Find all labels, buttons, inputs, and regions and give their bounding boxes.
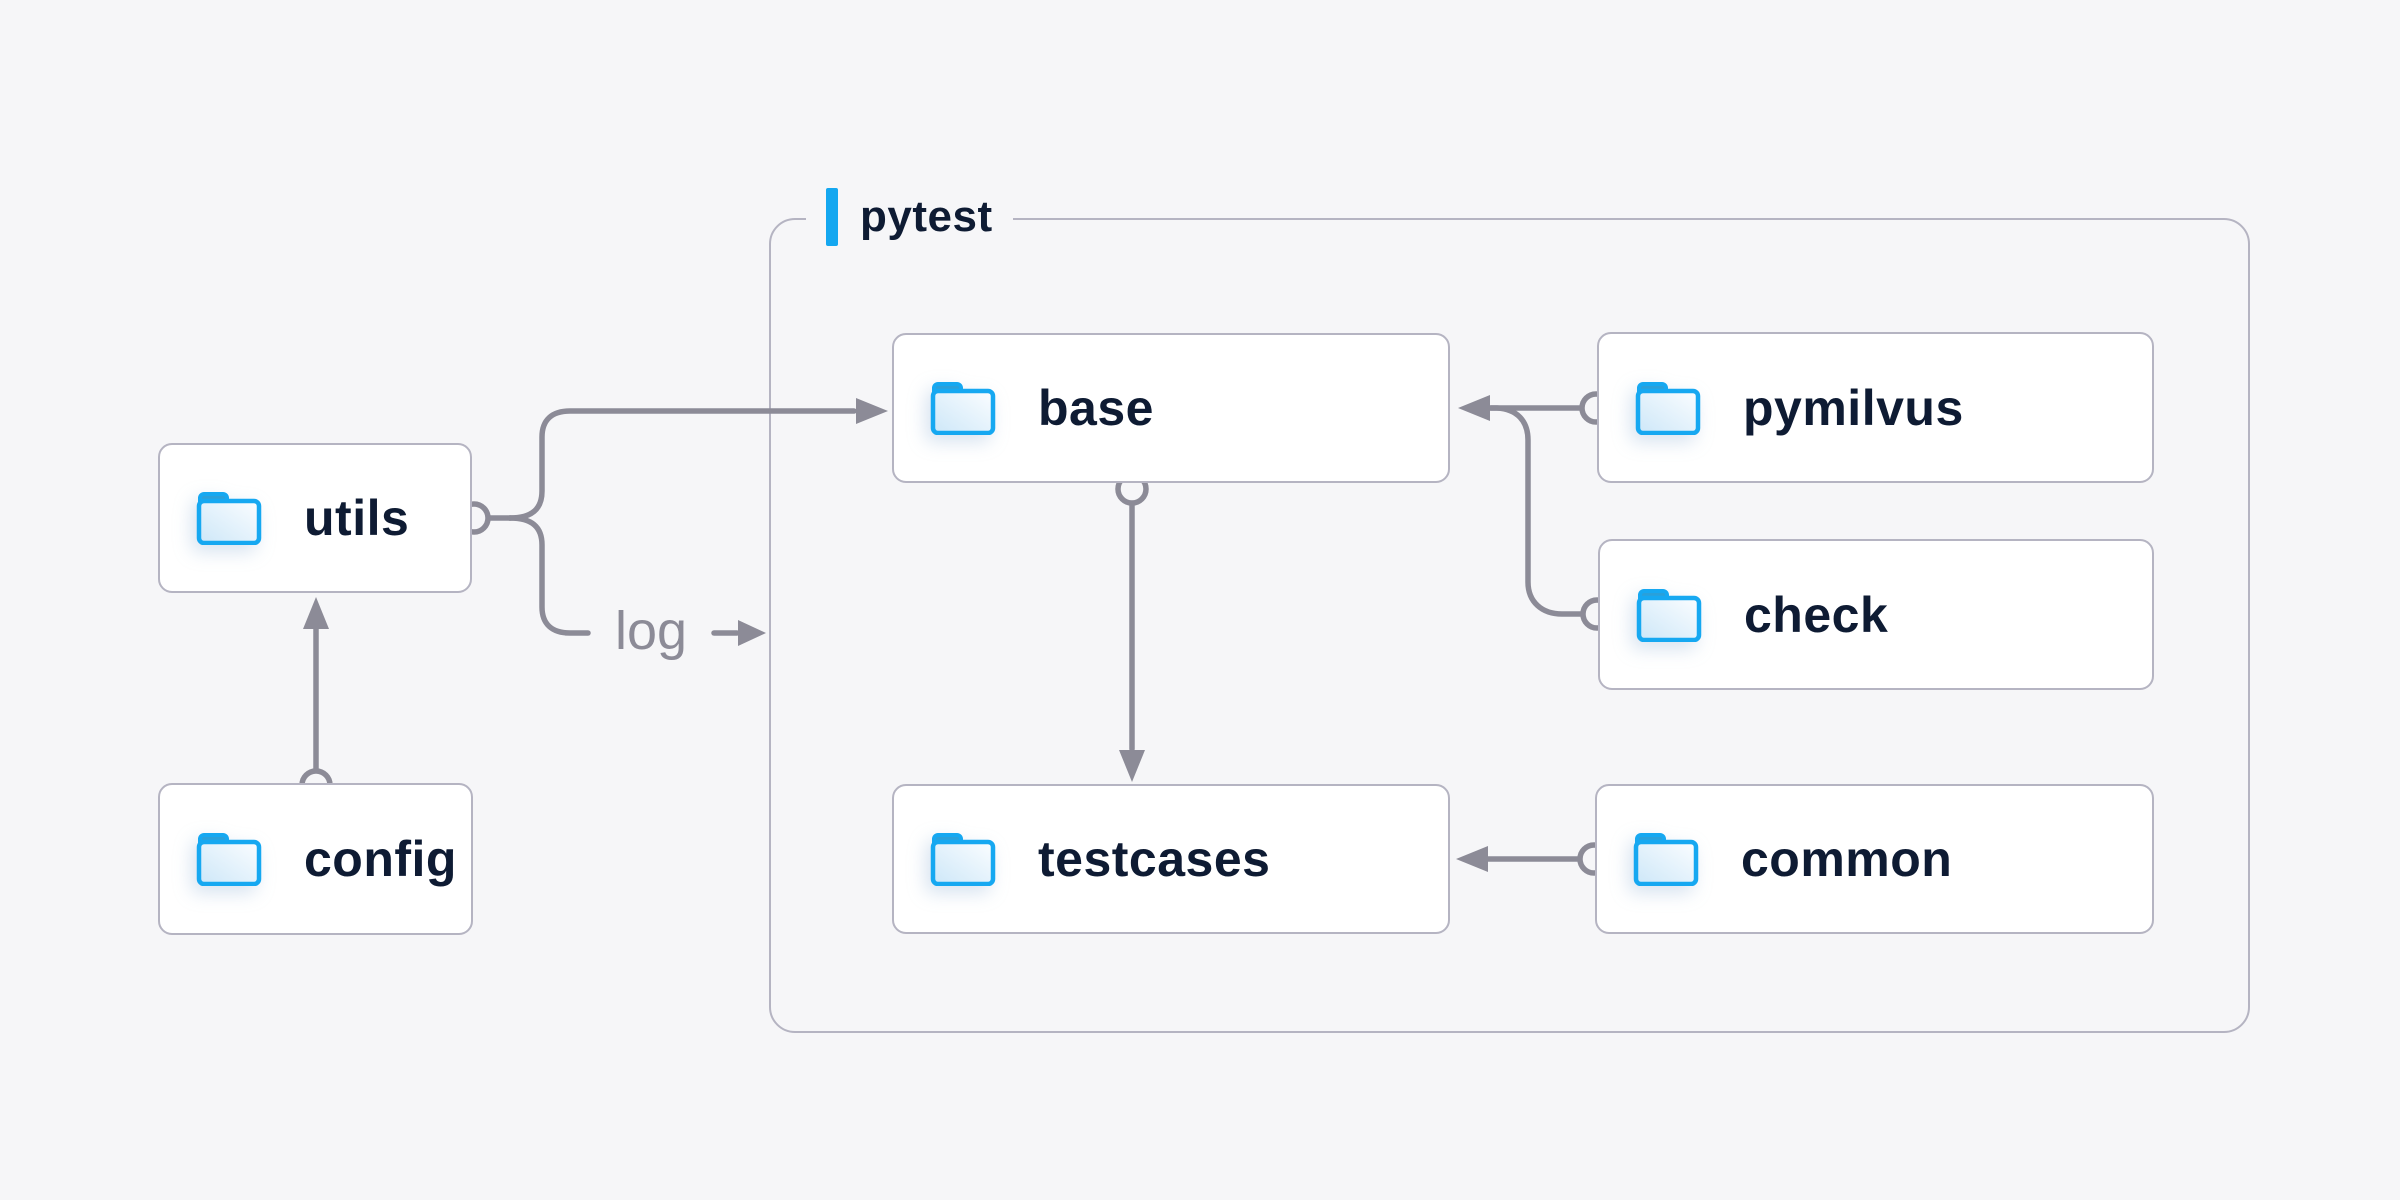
folder-icon: [930, 382, 996, 435]
node-utils: utils: [158, 443, 472, 593]
folder-icon: [1635, 381, 1701, 435]
accent-bar: [826, 188, 838, 246]
node-pymilvus: pymilvus: [1597, 332, 2154, 483]
node-label-config: config: [304, 831, 457, 887]
node-label-common: common: [1741, 831, 1953, 887]
folder-icon: [196, 492, 262, 545]
folder-icon: [196, 833, 262, 886]
group-title: pytest: [860, 192, 993, 241]
folder-icon: [1633, 833, 1699, 886]
edge-label-log: log: [614, 601, 688, 661]
node-label-pymilvus: pymilvus: [1743, 379, 1964, 436]
node-label-check: check: [1744, 586, 1889, 643]
group-pytest: [769, 218, 2250, 1033]
folder-icon: [930, 833, 996, 886]
node-base: base: [892, 333, 1450, 483]
group-pytest-label: pytest: [806, 182, 1013, 252]
node-label-utils: utils: [304, 490, 410, 546]
edge-config-utils: [299, 597, 333, 802]
folder-icon: [1636, 588, 1702, 642]
node-label-testcases: testcases: [1038, 831, 1271, 887]
node-label-base: base: [1038, 380, 1154, 436]
node-common: common: [1595, 784, 2154, 934]
node-check: check: [1598, 539, 2154, 690]
node-testcases: testcases: [892, 784, 1450, 934]
node-config: config: [158, 783, 473, 935]
